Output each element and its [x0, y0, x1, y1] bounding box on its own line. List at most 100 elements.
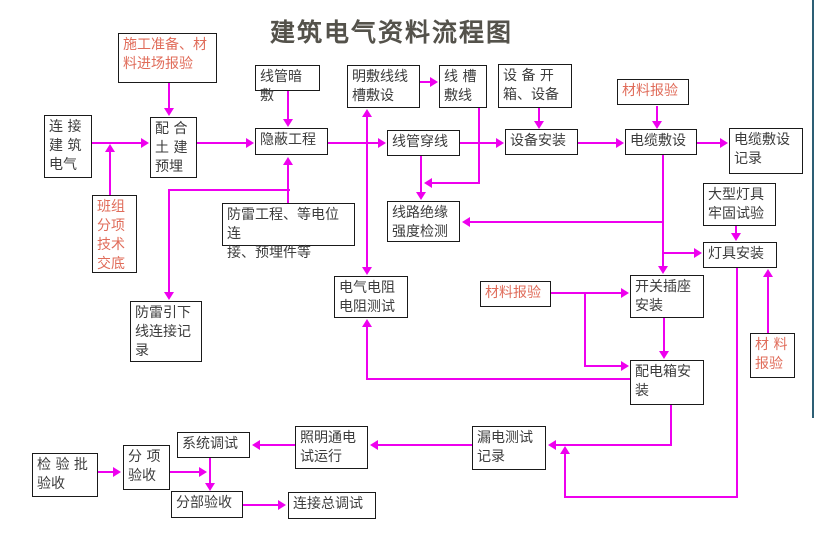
flow-box-concealed-conduit-laying: 线管暗敷 [255, 65, 320, 104]
connector-line [662, 155, 664, 266]
arrow-head [424, 178, 432, 188]
arrow-head [496, 138, 504, 148]
arrow-head [616, 138, 624, 148]
flow-box-coordinate-civil-embedding: 配 合 土 建 预埋 [150, 117, 197, 178]
arrow-head [113, 467, 121, 477]
connector-line [260, 444, 295, 446]
arrow-head [560, 446, 570, 454]
arrow-head [283, 119, 293, 127]
connector-line [656, 106, 658, 121]
connector-line [584, 365, 622, 367]
connector-line [170, 471, 199, 473]
connector-line [97, 471, 113, 473]
flow-box-large-lamp-firmness-test: 大型灯具 牢固试验 [703, 183, 776, 226]
arrow-head [164, 108, 174, 116]
connector-line [670, 405, 672, 445]
arrow-head [278, 500, 286, 510]
connector-line [578, 142, 616, 144]
flow-box-material-inspection-top: 材料报验 [617, 79, 689, 105]
arrow-head [659, 351, 669, 359]
connector-line [242, 504, 278, 506]
arrow-head [652, 121, 662, 129]
flow-box-distribution-box-installation: 配电箱安 装 [630, 360, 704, 405]
connector-line [767, 277, 769, 333]
connector-line [287, 165, 289, 203]
connector-line [168, 190, 170, 292]
connector-line [168, 83, 170, 108]
connector-line [478, 108, 480, 184]
connector-line [168, 189, 290, 191]
flow-box-connection-overall-commissioning: 连接总调试 [288, 492, 376, 519]
connector-line [366, 117, 368, 267]
flow-box-conduit-wire-threading: 线管穿线 [387, 130, 460, 156]
connector-line [564, 454, 566, 497]
arrow-head [621, 288, 629, 298]
pane-edge-line [812, 0, 814, 418]
arrow-head [462, 217, 470, 227]
connector-line [584, 292, 622, 294]
connector-line [663, 252, 694, 254]
connector-line [538, 108, 540, 121]
arrow-head [731, 233, 741, 241]
arrow-head [105, 144, 115, 152]
arrow-head [534, 121, 544, 129]
flow-box-connect-building-electrical: 连 接 建 筑 电气 [44, 115, 92, 178]
flow-box-lighting-energize-trial-run: 照明通电 试运行 [295, 426, 368, 469]
arrow-head [694, 248, 702, 258]
arrow-head [370, 440, 378, 450]
flow-box-material-inspection-right: 材 料 报验 [750, 333, 795, 378]
flow-box-lightning-equipotential-embedded: 防雷工程、等电位连 接、预埋件等 [222, 203, 355, 261]
flow-box-equipment-installation: 设备安装 [505, 129, 578, 155]
connector-line [663, 318, 665, 351]
flow-box-concealed-works: 隐蔽工程 [255, 128, 328, 155]
arrow-head [763, 269, 773, 277]
flow-box-exposed-wire-trunking-laying: 明敷线线 槽敷设 [347, 65, 420, 108]
arrow-head [430, 77, 438, 87]
connector-line [420, 81, 430, 83]
arrow-head [416, 192, 426, 200]
arrow-head [141, 138, 149, 148]
flow-box-team-technical-briefing: 班组 分项 技术 交底 [92, 195, 137, 273]
connector-line [366, 327, 368, 379]
arrow-head [246, 138, 254, 148]
arrow-head [720, 138, 728, 148]
flow-box-cable-laying: 电缆敷设 [625, 129, 697, 155]
flow-box-trunking-wiring: 线 槽 敷线 [439, 65, 487, 108]
arrow-head [199, 467, 207, 477]
flow-box-inspection-lot-acceptance: 检 验 批 验收 [32, 453, 98, 497]
connector-line [735, 226, 737, 233]
arrow-head [205, 483, 215, 491]
flow-box-lightning-downlead-record: 防雷引下 线连接记 录 [130, 301, 202, 362]
arrow-head [548, 440, 556, 450]
flow-box-lamp-installation: 灯具安装 [703, 242, 777, 268]
connector-line [366, 378, 631, 380]
arrow-head [362, 267, 372, 275]
connector-line [556, 444, 672, 446]
arrow-head [362, 109, 372, 117]
flow-box-material-inspection-mid: 材料报验 [480, 281, 551, 307]
flow-box-line-insulation-strength-test: 线路绝缘 强度检测 [387, 201, 460, 242]
connector-line [328, 142, 378, 144]
flow-box-switch-socket-installation: 开关插座 安装 [630, 275, 704, 318]
connector-line [287, 91, 289, 119]
flow-box-equipment-unboxing: 设 备 开 箱、设备 [498, 64, 572, 108]
flow-box-subdivision-acceptance: 分部验收 [171, 491, 243, 518]
arrow-head [378, 138, 386, 148]
flow-box-construction-prep-material-report: 施工准备、材 料进场报验 [118, 33, 217, 83]
arrow-head [362, 319, 372, 327]
connector-line [551, 292, 586, 294]
flow-box-subitem-acceptance: 分 项 验收 [123, 445, 170, 490]
arrow-head [164, 292, 174, 300]
flow-box-cable-laying-record: 电缆敷设 记录 [729, 128, 803, 174]
connector-line [697, 142, 720, 144]
flow-box-electrical-resistance-test: 电气电阻 电阻测试 [334, 276, 408, 318]
connector-line [564, 496, 738, 498]
arrow-head [621, 361, 629, 371]
flow-box-system-commissioning: 系统调试 [177, 432, 250, 458]
connector-line [378, 444, 472, 446]
arrow-head [658, 266, 668, 274]
flow-box-leakage-test-record: 漏电测试 记录 [472, 426, 546, 470]
page-title: 建筑电气资料流程图 [270, 18, 514, 47]
arrow-head [283, 157, 293, 165]
